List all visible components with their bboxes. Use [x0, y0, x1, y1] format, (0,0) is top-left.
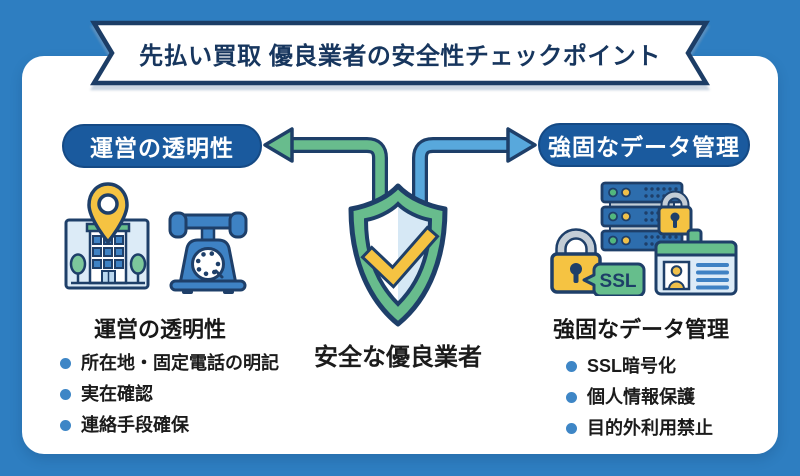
tree-icon — [129, 253, 147, 283]
left-section-heading: 運営の透明性 — [93, 317, 226, 342]
list-item: 所在地・固定電話の明記 — [60, 352, 279, 374]
badge-left-label: 運営の透明性 — [90, 135, 234, 161]
bullet-text: 実在確認 — [81, 384, 153, 404]
blue-right-arrow-icon — [412, 127, 537, 237]
building-location-pin-icon — [64, 182, 150, 290]
bullet-text: 連絡手段確保 — [81, 415, 189, 435]
page-title: 先払い買取 優良業者の安全性チェックポイント — [139, 42, 661, 70]
bullet-text: 個人情報保護 — [587, 387, 695, 407]
id-card-icon — [654, 228, 738, 296]
shield-check-icon — [348, 183, 448, 327]
telephone-icon — [168, 211, 248, 294]
badge-operational-transparency: 運営の透明性 — [62, 124, 262, 168]
badge-right-label: 強固なデータ管理 — [548, 134, 740, 160]
list-item: SSL暗号化 — [566, 355, 713, 377]
bullet-dot-icon — [60, 388, 71, 400]
list-item: 連絡手段確保 — [60, 414, 279, 436]
bullet-text: SSL暗号化 — [587, 356, 677, 376]
bullet-dot-icon — [566, 360, 577, 372]
small-padlock-icon — [657, 190, 693, 236]
ssl-label: SSL — [600, 271, 637, 292]
tree-icon — [69, 253, 87, 283]
badge-strong-data-management: 強固なデータ管理 — [538, 123, 750, 167]
center-label: 安全な優良業者 — [314, 344, 482, 371]
green-left-arrow-icon — [263, 127, 388, 237]
bullet-dot-icon — [60, 419, 71, 431]
list-item: 個人情報保護 — [566, 386, 713, 408]
data-security-icons: SSL — [550, 181, 738, 296]
ribbon-banner-shape — [90, 20, 710, 86]
list-item: 実在確認 — [60, 383, 279, 405]
bullet-text: 所在地・固定電話の明記 — [81, 353, 279, 373]
bullet-text: 目的外利用禁止 — [587, 418, 713, 438]
right-bullet-list: SSL暗号化 個人情報保護 目的外利用禁止 — [566, 355, 713, 448]
left-bullet-list: 所在地・固定電話の明記 実在確認 連絡手段確保 — [60, 352, 279, 445]
ssl-badge-icon: SSL — [582, 262, 646, 296]
title-ribbon: 先払い買取 優良業者の安全性チェックポイント — [88, 20, 712, 86]
right-section-heading: 強固なデータ管理 — [552, 317, 729, 342]
branch-arrows-icon — [263, 127, 537, 237]
bullet-dot-icon — [566, 391, 577, 403]
bullet-dot-icon — [566, 422, 577, 434]
list-item: 目的外利用禁止 — [566, 417, 713, 439]
bullet-dot-icon — [60, 357, 71, 369]
